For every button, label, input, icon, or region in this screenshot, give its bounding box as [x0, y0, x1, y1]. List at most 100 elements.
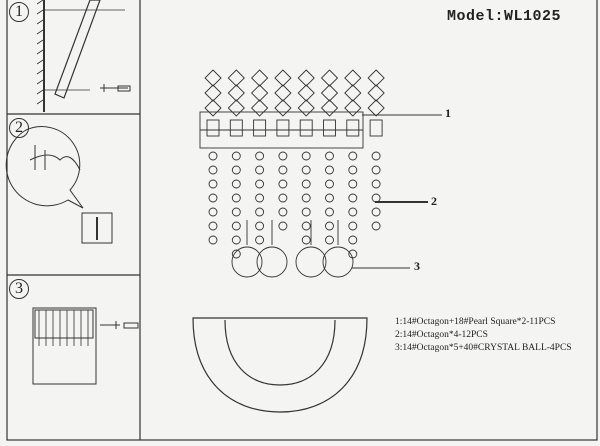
strand-bead — [371, 221, 381, 231]
strand-bead — [208, 151, 218, 161]
strand-bead — [255, 221, 265, 231]
strand-bead — [348, 207, 358, 217]
octagon-crystal — [367, 99, 385, 117]
octagon-crystal — [250, 99, 269, 117]
strand-bead — [208, 179, 218, 189]
strand-bead — [325, 221, 334, 231]
strand-bead — [208, 235, 218, 245]
pearl-square — [369, 119, 383, 137]
crystal-ball — [256, 246, 288, 278]
strand-bead — [348, 151, 358, 161]
octagon-crystal — [320, 99, 339, 117]
octagon-crystal — [320, 69, 339, 87]
strand-bead — [278, 179, 288, 189]
strand-bead — [371, 179, 381, 189]
chandelier-drawing — [199, 69, 385, 278]
octagon-crystal — [274, 69, 292, 87]
strand-bead — [371, 193, 381, 203]
strand-bead — [301, 193, 311, 203]
strand-bead — [371, 207, 381, 217]
step-number-3: 3 — [9, 279, 29, 299]
strand-bead — [231, 151, 241, 161]
octagon-crystal — [367, 84, 385, 102]
strand-bead — [255, 165, 265, 175]
strand-bead — [255, 193, 265, 203]
strand-bead — [301, 151, 311, 161]
octagon-crystal — [227, 69, 245, 87]
strand-bead — [348, 179, 358, 189]
callout-3: 3 — [414, 259, 420, 273]
octagon-crystal — [204, 84, 222, 102]
step2-wiring-detail — [5, 126, 113, 244]
crystal-ball — [231, 246, 263, 278]
pearl-square — [253, 119, 267, 137]
strand-bead — [371, 151, 381, 161]
strand-bead — [255, 179, 265, 189]
strand-bead — [231, 207, 241, 217]
pearl-square — [346, 119, 360, 137]
octagon-crystal — [274, 99, 292, 117]
strand-bead — [231, 221, 241, 231]
strand-bead — [208, 207, 218, 217]
octagon-crystal — [297, 84, 315, 102]
strand-bead — [231, 179, 241, 189]
page-frame — [6, 0, 598, 441]
strand-bead — [348, 249, 358, 259]
strand-bead — [371, 165, 381, 175]
strand-bead — [278, 165, 288, 175]
octagon-crystal — [367, 69, 385, 87]
strand-bead — [325, 235, 334, 245]
octagon-crystal — [250, 69, 269, 87]
octagon-crystal — [227, 99, 245, 117]
strand-bead — [208, 221, 218, 231]
step3-mounted-fixture — [32, 307, 139, 385]
pearl-square — [206, 119, 220, 137]
octagon-crystal — [320, 84, 339, 102]
crystal-ball — [295, 246, 327, 278]
parts-item-3: 3:14#Octagon*5+40#CRYSTAL BALL-4PCS — [395, 343, 572, 353]
model-label: Model:WL1025 — [447, 8, 562, 25]
parts-item-2: 2:14#Octagon*4-12PCS — [395, 330, 488, 340]
strand-bead — [278, 221, 288, 231]
octagon-crystal — [344, 69, 362, 87]
strand-bead — [301, 207, 311, 217]
octagon-crystal — [227, 84, 245, 102]
strand-bead — [325, 207, 334, 217]
strand-bead — [255, 207, 265, 217]
strand-bead — [325, 165, 334, 175]
strand-bead — [301, 221, 311, 231]
strand-bead — [278, 151, 288, 161]
strand-bead — [348, 235, 358, 245]
octagon-crystal — [274, 84, 292, 102]
strand-bead — [301, 235, 311, 245]
strand-bead — [348, 193, 358, 203]
strand-bead — [255, 235, 265, 245]
strand-bead — [301, 179, 311, 189]
crystal-ball — [322, 246, 354, 278]
step1-wall-bracket — [36, 0, 131, 112]
octagon-crystal — [204, 99, 222, 117]
octagon-crystal — [297, 69, 315, 87]
strand-bead — [325, 193, 334, 203]
strand-bead — [231, 249, 241, 259]
strand-bead — [231, 235, 241, 245]
octagon-crystal — [344, 99, 362, 117]
pearl-square — [323, 119, 336, 137]
strand-bead — [325, 179, 334, 189]
pearl-square — [299, 119, 313, 137]
pearl-square — [276, 119, 290, 137]
strand-bead — [278, 207, 288, 217]
callout-2: 2 — [431, 194, 437, 208]
strand-bead — [208, 165, 218, 175]
parts-item-1: 1:14#Octagon+18#Pearl Square*2-11PCS — [395, 317, 556, 327]
step-number-2: 2 — [9, 118, 29, 138]
step-number-1: 1 — [9, 2, 29, 22]
octagon-crystal — [250, 84, 269, 102]
strand-bead — [208, 193, 218, 203]
octagon-crystal — [297, 99, 315, 117]
pearl-square — [229, 119, 243, 137]
strand-bead — [325, 151, 334, 161]
strand-bead — [231, 165, 241, 175]
strand-bead — [278, 193, 288, 203]
